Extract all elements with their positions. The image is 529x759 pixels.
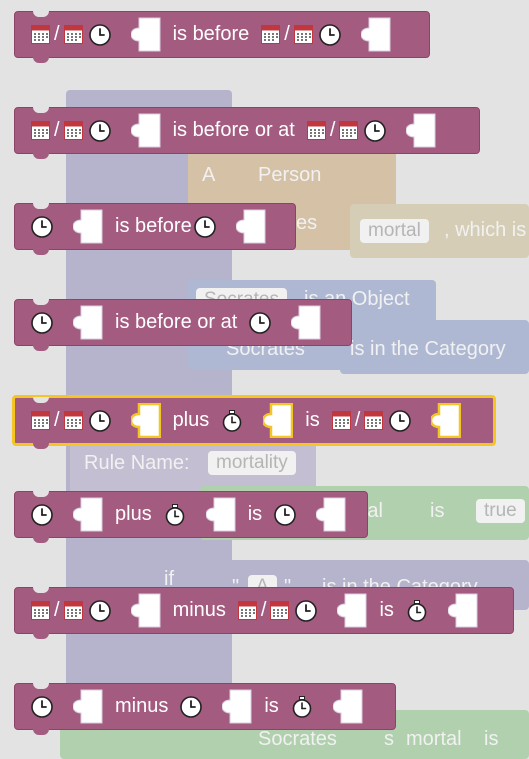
separator: / (54, 23, 60, 45)
time-is-before-or-at-block[interactable]: is before or at (14, 299, 352, 351)
separator: / (329, 119, 336, 141)
bg-text: Socrates (258, 728, 337, 750)
block-label: is (305, 409, 320, 431)
stopwatch-icon (291, 695, 313, 718)
datetime-is-before-block[interactable]: / is before (14, 11, 430, 63)
calendar-icon (63, 601, 83, 620)
clock-icon (389, 409, 412, 432)
stopwatch-icon (406, 599, 428, 622)
block-label: is before or at (115, 311, 238, 333)
calendar-icon (261, 25, 281, 44)
input-slot[interactable] (431, 403, 462, 438)
stopwatch-icon (164, 503, 186, 526)
bg-pill: mortal (360, 219, 429, 243)
block-label: is (264, 695, 279, 717)
calendar-icon (31, 601, 50, 620)
clock-icon (31, 503, 53, 526)
calendar-icon (306, 121, 326, 140)
clock-icon (31, 695, 53, 718)
bg-text: A (202, 164, 216, 186)
bg-text: if (164, 568, 174, 590)
bg-text: is in the Category (350, 338, 506, 360)
bg-pill: true (476, 499, 525, 523)
calendar-icon (293, 25, 313, 44)
calendar-icon (63, 25, 83, 44)
input-slot[interactable] (291, 305, 321, 340)
calendar-icon (364, 411, 384, 430)
separator: / (260, 599, 267, 621)
clock-icon (88, 599, 111, 622)
time-is-before-block[interactable]: is before (14, 203, 296, 255)
calendar-icon (270, 601, 290, 620)
clock-icon (88, 119, 111, 142)
input-slot[interactable] (130, 17, 161, 52)
calendar-icon (237, 601, 257, 620)
block-label: is before (172, 23, 250, 45)
clock-icon (274, 503, 296, 526)
bg-pill: mortality (208, 451, 296, 475)
input-slot[interactable] (130, 593, 161, 628)
calendar-icon (63, 121, 83, 140)
block-label: is (379, 599, 394, 621)
input-slot[interactable] (406, 113, 436, 148)
input-slot[interactable] (73, 497, 103, 532)
separator: / (54, 409, 60, 431)
input-slot[interactable] (263, 403, 294, 438)
clock-icon (31, 311, 53, 334)
block-label: minus (115, 695, 169, 717)
time-plus-duration-block[interactable]: plus is (14, 491, 368, 543)
clock-icon (193, 215, 216, 238)
clock-icon (319, 23, 341, 46)
datetime-is-before-or-at-block[interactable]: / is before or at (14, 107, 480, 159)
block-label: minus (172, 599, 226, 621)
calendar-icon (31, 25, 50, 44)
input-slot[interactable] (73, 305, 103, 340)
block-label: plus (172, 409, 210, 431)
input-slot[interactable] (73, 209, 103, 244)
separator: / (54, 119, 60, 141)
bg-text: is (484, 728, 499, 750)
input-slot[interactable] (447, 593, 478, 628)
block-label: is (247, 503, 263, 525)
input-slot[interactable] (130, 403, 161, 438)
input-slot[interactable] (222, 689, 252, 724)
input-slot[interactable] (316, 497, 346, 532)
input-slot[interactable] (73, 689, 103, 724)
clock-icon (88, 409, 111, 432)
block-label: is before or at (172, 119, 295, 141)
input-slot[interactable] (235, 209, 266, 244)
time-minus-time-block[interactable]: minus is (14, 683, 396, 735)
calendar-icon (63, 411, 83, 430)
bg-text: mortal (406, 728, 462, 750)
block-label: plus (115, 503, 152, 525)
datetime-minus-datetime-block[interactable]: / minus (14, 587, 514, 639)
clock-icon (295, 599, 318, 622)
separator: / (54, 599, 60, 621)
calendar-icon (31, 411, 50, 430)
bg-text: Rule Name: (84, 452, 190, 474)
bg-text: s (384, 728, 394, 750)
bg-text: , which is (444, 219, 527, 241)
bg-block-category2 (340, 320, 529, 374)
bg-text: is (430, 500, 445, 522)
separator: / (284, 23, 290, 45)
input-slot[interactable] (337, 593, 367, 628)
datetime-plus-duration-block[interactable]: / plus (12, 395, 496, 449)
calendar-icon (331, 411, 351, 430)
input-slot[interactable] (360, 17, 391, 52)
clock-icon (180, 695, 203, 718)
bg-text: Person (258, 164, 322, 186)
clock-icon (31, 215, 53, 238)
calendar-icon (339, 121, 359, 140)
clock-icon (88, 23, 111, 46)
block-label: is before (115, 215, 192, 237)
separator: / (354, 409, 361, 431)
clock-icon (249, 311, 272, 334)
stopwatch-icon (221, 409, 243, 432)
input-slot[interactable] (205, 497, 236, 532)
calendar-icon (31, 121, 50, 140)
input-slot[interactable] (332, 689, 363, 724)
input-slot[interactable] (130, 113, 161, 148)
clock-icon (364, 119, 387, 142)
